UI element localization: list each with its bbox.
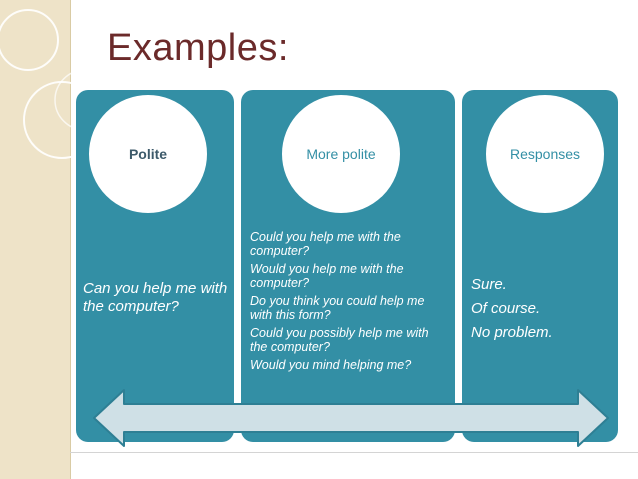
more-polite-line: Would you help me with the computer? (250, 262, 404, 290)
polite-text: Can you help me with the computer? (83, 280, 228, 316)
heading-responses: Responses (509, 146, 581, 162)
heading-circle-responses: Responses (484, 93, 606, 215)
slide-title: Examples: (107, 27, 289, 69)
heading-more-polite: More polite (306, 146, 376, 162)
heading-polite: Polite (128, 146, 168, 162)
polite-line: Can you help me with the computer? (83, 280, 228, 315)
more-polite-line: Do you think you could help me with this… (250, 294, 425, 322)
bottom-divider (70, 452, 638, 453)
more-polite-text: Could you help me with the computer? Wou… (250, 230, 448, 376)
responses-text: Sure. Of course. No problem. (471, 276, 611, 348)
response-line: Of course. (471, 300, 541, 317)
double-headed-arrow-icon (93, 389, 609, 447)
heading-circle-polite: Polite (87, 93, 209, 215)
heading-circle-more-polite: More polite (280, 93, 402, 215)
more-polite-line: Could you possibly help me with the comp… (250, 326, 429, 354)
sidebar-divider (70, 0, 71, 479)
more-polite-line: Would you mind helping me? (250, 358, 412, 372)
response-line: Sure. (471, 276, 507, 293)
decorative-sidebar (0, 0, 70, 479)
more-polite-line: Could you help me with the computer? (250, 230, 401, 258)
response-line: No problem. (471, 324, 553, 341)
